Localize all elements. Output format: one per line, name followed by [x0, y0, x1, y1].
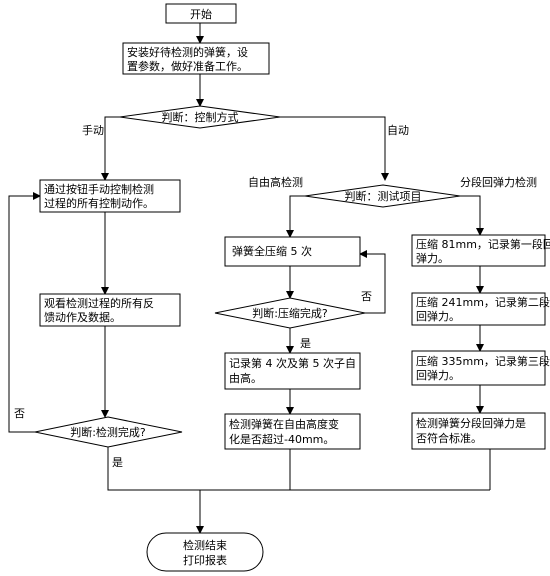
label-yes-compress: 是 [300, 337, 311, 350]
manual-ops-node: 通过按钮手动控制检测 过程的所有控制动作。 [39, 179, 181, 213]
edge-labels: 手动 自动 自由高检测 分段回弹力检测 否 是 否 是 [14, 123, 537, 469]
connectors [8, 23, 491, 534]
step2-box [411, 292, 546, 326]
compress5-node: 弹簧全压缩 5 次 [224, 236, 361, 267]
manual-ops-box [39, 179, 181, 213]
step2-line1: 压缩 241mm，记录第二段 [416, 295, 550, 309]
observe-box [39, 293, 181, 327]
decision-test-item-diamond [304, 184, 461, 208]
arrow-test-rebound [460, 195, 484, 236]
record-free-height-node: 记录第 4 次及第 5 次子自 由高。 [224, 352, 361, 390]
check-free-height-line2: 化是否超过-40mm。 [229, 432, 334, 446]
check-rebound-box [411, 412, 546, 450]
check-free-height-line1: 检测弹簧在自由高度变 [229, 417, 339, 431]
step3-node: 压缩 335mm，记录第三段 回弹力。 [411, 350, 550, 386]
arrow-manual-loop-back [8, 192, 41, 433]
start-label: 开始 [190, 7, 212, 21]
compress5-box [224, 236, 361, 267]
check-free-height-node: 检测弹簧在自由高度变 化是否超过-40mm。 [224, 413, 361, 450]
record-free-height-line2: 由高。 [229, 371, 262, 385]
step1-line1: 压缩 81mm，记录第一段回 [416, 237, 550, 251]
observe-label-line2: 馈动作及数据。 [44, 310, 121, 324]
check-rebound-node: 检测弹簧分段回弹力是 否符合标准。 [411, 412, 546, 450]
manual-ops-label-line2: 过程的所有控制动作。 [44, 196, 154, 210]
label-auto: 自动 [387, 124, 409, 137]
arrow-compress-loop [359, 250, 386, 314]
label-manual: 手动 [82, 123, 104, 137]
observe-node: 观看检测过程的所有反 馈动作及数据。 [39, 293, 181, 327]
start-box [165, 3, 237, 24]
decision-compress-done: 判断:压缩完成? [214, 297, 366, 329]
step3-line2: 回弹力。 [416, 368, 460, 382]
decision-mode-label: 判断：控制方式 [162, 110, 239, 124]
arrow-test-freeheight [286, 195, 305, 238]
decision-test-item: 判断：测试项目 [304, 184, 461, 208]
decision-manual-done-label: 判断:检测完成? [70, 425, 146, 439]
end-box [146, 532, 264, 572]
decision-compress-done-diamond [214, 297, 366, 329]
label-yes-manual: 是 [112, 456, 123, 469]
prepare-box [122, 42, 270, 75]
label-free-height-test: 自由高检测 [248, 175, 303, 189]
label-rebound-test: 分段回弹力检测 [460, 175, 537, 189]
step1-box [411, 234, 546, 267]
prepare-node: 安装好待检测的弹簧，设 置参数，做好准备工作。 [122, 42, 270, 75]
decision-compress-done-label: 判断:压缩完成? [252, 306, 328, 320]
decision-test-item-label: 判断：测试项目 [345, 189, 422, 203]
step1-node: 压缩 81mm，记录第一段回 弹力。 [411, 234, 550, 267]
decision-mode: 判断：控制方式 [119, 105, 281, 129]
step2-node: 压缩 241mm，记录第二段 回弹力。 [411, 292, 550, 326]
decision-manual-done: 判断:检测完成? [34, 416, 183, 448]
start-node: 开始 [165, 3, 237, 24]
label-no-manual: 否 [14, 407, 25, 420]
check-rebound-line1: 检测弹簧分段回弹力是 [416, 416, 526, 430]
prepare-label-line2: 置参数，做好准备工作。 [127, 59, 248, 73]
step1-line2: 弹力。 [416, 251, 449, 265]
step3-box [411, 350, 546, 386]
record-free-height-box [224, 352, 361, 390]
end-line1: 检测结束 [183, 538, 227, 552]
manual-ops-label-line1: 通过按钮手动控制检测 [44, 182, 154, 196]
check-free-height-box [224, 413, 361, 450]
decision-manual-done-diamond [34, 416, 183, 448]
line-manual-done-merge [107, 447, 490, 491]
compress5-label: 弹簧全压缩 5 次 [232, 244, 312, 258]
check-rebound-line2: 否符合标准。 [416, 431, 482, 445]
observe-label-line1: 观看检测过程的所有反 [44, 296, 154, 310]
record-free-height-line1: 记录第 4 次及第 5 次子自 [229, 356, 356, 370]
step2-line2: 回弹力。 [416, 309, 460, 323]
end-node: 检测结束 打印报表 [146, 532, 264, 572]
decision-mode-diamond [119, 105, 281, 129]
arrow-mode-auto [280, 116, 389, 181]
end-line2: 打印报表 [183, 553, 227, 567]
arrow-mode-manual [101, 116, 120, 181]
prepare-label-line1: 安装好待检测的弹簧，设 [127, 45, 248, 59]
step3-line1: 压缩 335mm，记录第三段 [416, 354, 550, 368]
label-no-compress: 否 [361, 290, 372, 303]
